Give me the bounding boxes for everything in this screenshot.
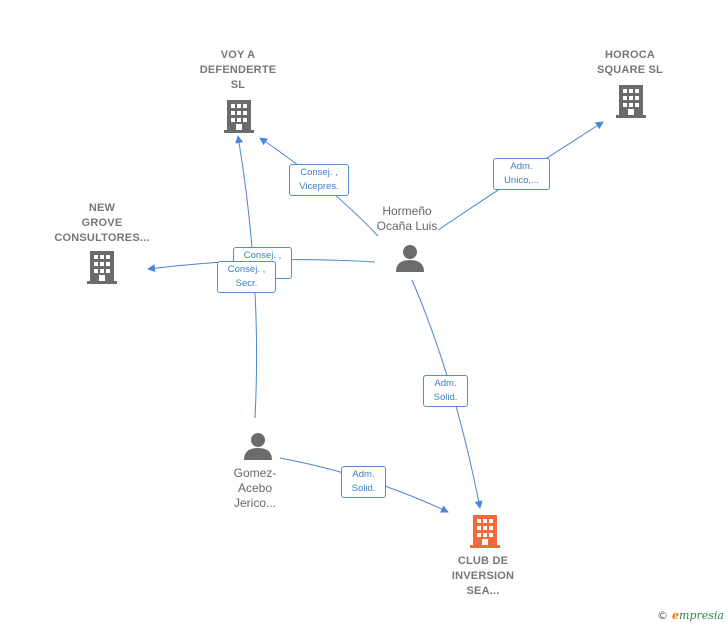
node-label-gomez-acebo[interactable]: Gomez- Acebo Jerico...: [233, 466, 277, 510]
edge-label-hormeno-club: Adm. Solid.: [423, 375, 468, 407]
building-icon[interactable]: [470, 515, 500, 548]
node-label-hormeno[interactable]: Hormeño Ocaña Luis: [376, 204, 438, 233]
node-label-voy-a-defenderte[interactable]: VOY A DEFENDERTE SL: [199, 49, 277, 91]
brand-name: mpresia: [679, 609, 724, 622]
building-icon[interactable]: [224, 100, 254, 133]
node-label-club-inversion[interactable]: CLUB DE INVERSION SEA...: [451, 555, 515, 597]
edge-label-hormeno-horoca: Adm. Unico,...: [493, 158, 550, 190]
brand-logo[interactable]: ©empresia: [657, 609, 724, 622]
brand-initial: e: [672, 609, 680, 622]
node-label-horoca-square[interactable]: HOROCA SQUARE SL: [597, 49, 663, 76]
edge-label-hormeno-voy: Consej. , Vicepres.: [289, 164, 349, 196]
copyright-symbol: ©: [657, 609, 669, 622]
person-icon[interactable]: [244, 433, 272, 460]
edge-label-gomez-club: Adm. Solid.: [341, 466, 386, 498]
node-label-new-grove[interactable]: NEW GROVE CONSULTORES...: [54, 202, 150, 244]
person-icon[interactable]: [396, 245, 424, 272]
building-icon[interactable]: [616, 85, 646, 118]
edge-label-gomez-voy: Consej. , Secr.: [217, 261, 276, 293]
building-icon[interactable]: [87, 251, 117, 284]
